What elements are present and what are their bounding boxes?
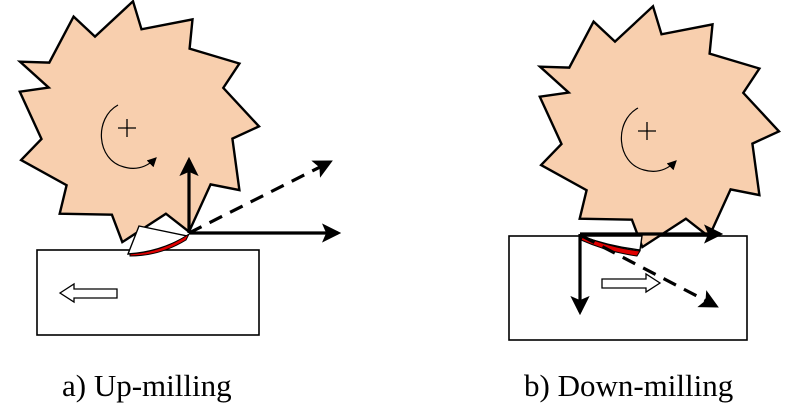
force-resultant-arrow-up bbox=[188, 160, 333, 235]
feed-left-arrow-icon bbox=[58, 282, 118, 304]
up-milling-panel bbox=[16, 0, 342, 336]
cutter-down bbox=[536, 4, 782, 249]
force-resultant-arrow-down bbox=[581, 234, 719, 308]
chip-down bbox=[580, 235, 641, 257]
rotation-arrow-icon bbox=[620, 107, 677, 173]
caption-down-milling: b) Down-milling bbox=[524, 368, 734, 403]
down-milling-panel bbox=[508, 4, 782, 341]
caption-up-milling: a) Up-milling bbox=[62, 368, 232, 403]
cutter-up bbox=[16, 0, 262, 244]
center-plus-icon bbox=[638, 122, 656, 140]
rotation-arrow-icon bbox=[100, 104, 157, 170]
center-plus-icon bbox=[118, 119, 136, 137]
feed-right-arrow-icon bbox=[601, 272, 662, 294]
chip-up bbox=[129, 232, 191, 257]
